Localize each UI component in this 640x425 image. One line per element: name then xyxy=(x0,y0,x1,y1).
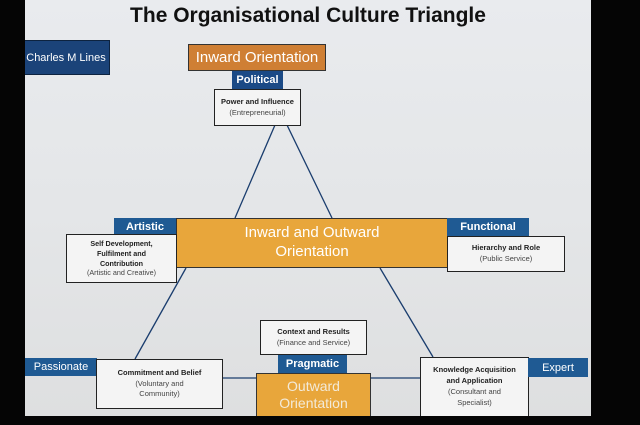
artistic-desc-3: Contribution xyxy=(99,258,144,268)
political-description-box: Power and Influence (Entrepreneurial) xyxy=(214,89,301,126)
passionate-note-1: (Voluntary and xyxy=(135,378,184,388)
expert-note-2: Specialist) xyxy=(457,397,492,407)
political-label: Political xyxy=(232,71,283,89)
political-description: Power and Influence xyxy=(221,96,294,106)
artistic-note: (Artistic and Creative) xyxy=(86,268,157,278)
functional-description: Hierarchy and Role xyxy=(471,243,541,253)
passionate-description-box: Commitment and Belief (Voluntary and Com… xyxy=(96,359,223,409)
artistic-desc-2: Fulfilment and xyxy=(96,248,147,258)
expert-description-box: Knowledge Acquisition and Application (C… xyxy=(420,357,529,416)
political-note: (Entrepreneurial) xyxy=(229,107,286,117)
pragmatic-note: (Finance and Service) xyxy=(276,337,351,347)
artistic-description-box: Self Development, Fulfilment and Contrib… xyxy=(66,234,177,283)
expert-label: Expert xyxy=(528,358,588,377)
outward-line2: Orientation xyxy=(279,395,348,411)
pragmatic-description-box: Context and Results (Finance and Service… xyxy=(260,320,367,355)
inward-outward-line1: Inward and Outward xyxy=(244,224,380,242)
outward-orientation-box: Outward Orientation xyxy=(256,373,371,416)
expert-desc-2: and Application xyxy=(446,376,503,386)
pragmatic-description: Context and Results xyxy=(277,326,350,336)
passionate-description: Commitment and Belief xyxy=(117,367,202,377)
slide: The Organisational Culture Triangle Char… xyxy=(25,0,591,416)
functional-note: (Public Service) xyxy=(479,254,533,263)
inward-outward-orientation-box: Inward and Outward Orientation xyxy=(176,218,448,268)
inward-outward-line2: Orientation xyxy=(275,243,349,260)
inward-orientation-box: Inward Orientation xyxy=(188,44,326,71)
passionate-note-2: Community) xyxy=(139,389,180,399)
functional-label: Functional xyxy=(447,218,529,236)
expert-desc-1: Knowledge Acquisition xyxy=(433,365,516,375)
functional-description-box: Hierarchy and Role (Public Service) xyxy=(447,236,565,272)
pragmatic-label: Pragmatic xyxy=(278,355,347,373)
outward-line1: Outward xyxy=(287,377,340,394)
page-title: The Organisational Culture Triangle xyxy=(130,4,486,27)
expert-note-1: (Consultant and xyxy=(448,387,501,396)
passionate-label: Passionate xyxy=(25,358,97,376)
artistic-desc-1: Self Development, xyxy=(90,239,153,249)
artistic-label: Artistic xyxy=(114,218,176,236)
author-label: Charles M Lines xyxy=(25,40,110,75)
